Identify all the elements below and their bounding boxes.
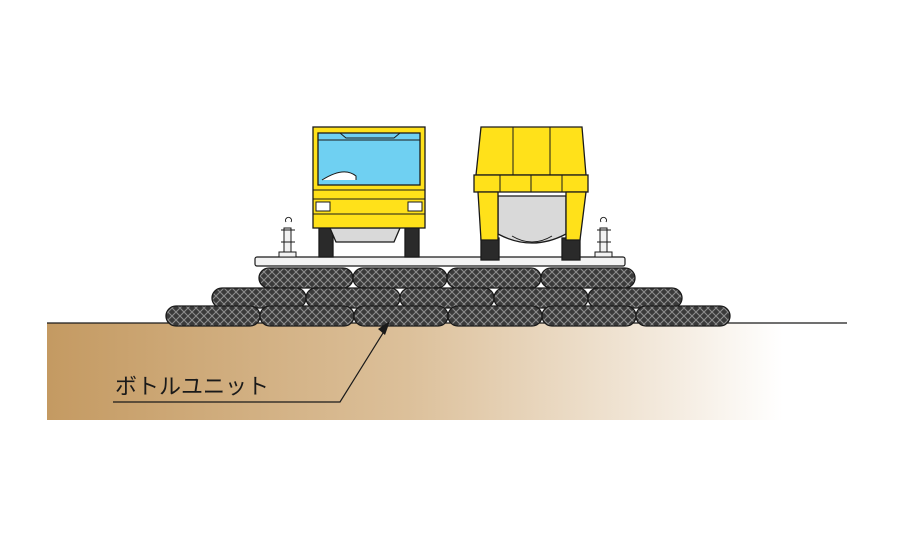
truck-rear-icon [473, 126, 589, 261]
bottle-unit [493, 287, 589, 309]
bottle-unit [446, 267, 542, 289]
truck-front-icon [312, 126, 426, 258]
bottle-unit [399, 287, 495, 309]
bottle-unit [353, 305, 449, 327]
bottle-unit [258, 267, 354, 289]
right-bollard [594, 216, 613, 258]
bottle-unit [447, 305, 543, 327]
ground-fill [47, 323, 847, 420]
bottle-unit [587, 287, 683, 309]
bottle-unit [259, 305, 355, 327]
ground [47, 322, 847, 420]
callout: ボトルユニット [113, 321, 390, 403]
bottle-unit [541, 305, 637, 327]
bottle-unit-stack [165, 267, 731, 327]
bottle-unit [211, 287, 307, 309]
steel-plate [254, 256, 626, 267]
bottle-unit [635, 305, 731, 327]
left-bollard [278, 216, 297, 258]
bottle-unit [165, 305, 261, 327]
bottle-unit [540, 267, 636, 289]
bottle-unit [352, 267, 448, 289]
callout-label: ボトルユニット [115, 375, 269, 400]
bottle-unit [305, 287, 401, 309]
leader-line [113, 324, 389, 403]
leader-arrow-icon [378, 321, 390, 335]
